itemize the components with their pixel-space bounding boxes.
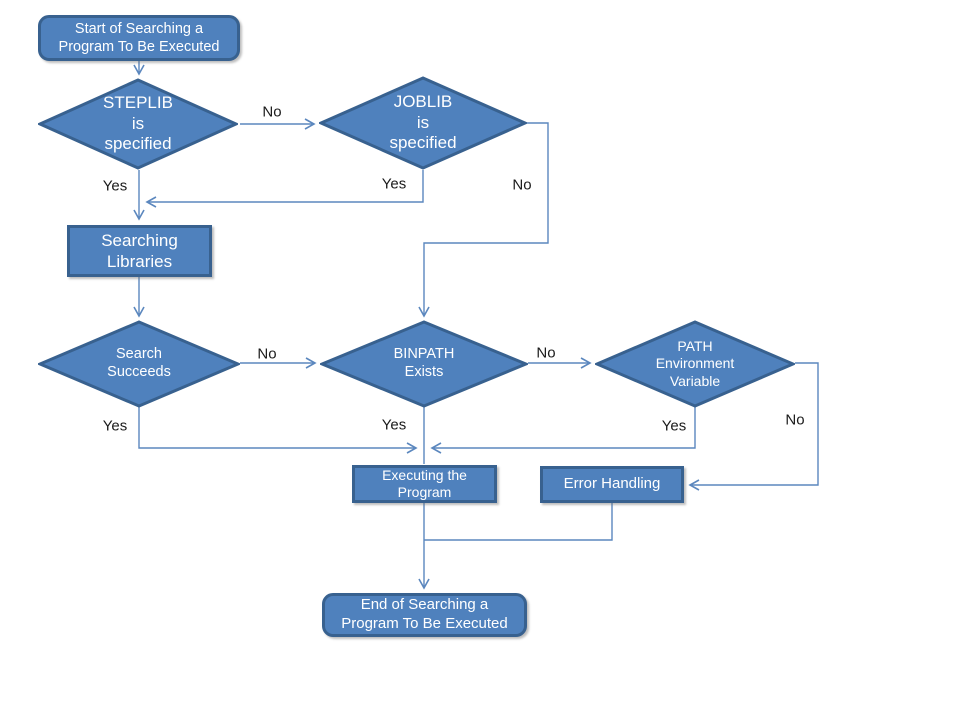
- edge-label-search-no: No: [257, 345, 277, 363]
- node-start: Start of Searching a Program To Be Execu…: [38, 15, 240, 61]
- edge-joblib-no-to-binpath: [418, 122, 549, 318]
- node-steplib-label: STEPLIB is specified: [103, 92, 173, 154]
- node-executing-program: Executing the Program: [352, 465, 497, 503]
- edge-label-steplib-yes: Yes: [102, 177, 128, 195]
- node-search-succeeds-decision: Search Succeeds: [38, 320, 240, 408]
- edge-path-no-to-error: [688, 362, 819, 491]
- edge-label-binpath-no: No: [536, 344, 556, 362]
- edge-label-path-no: No: [785, 411, 805, 429]
- edge-label-steplib-no: No: [262, 103, 282, 121]
- node-binpath-decision: BINPATH Exists: [320, 320, 528, 408]
- node-error-handling: Error Handling: [540, 466, 684, 503]
- node-joblib-decision: JOBLIB is specified: [319, 76, 527, 170]
- edge-error-join: [424, 503, 613, 541]
- node-searching-libraries: Searching Libraries: [67, 225, 212, 277]
- diamond-shape: [319, 76, 527, 170]
- edge-label-path-yes: Yes: [661, 417, 687, 435]
- node-path-env-label: PATH Environment Variable: [655, 338, 735, 389]
- node-end: End of Searching a Program To Be Execute…: [322, 593, 527, 637]
- node-binpath-label: BINPATH Exists: [393, 346, 455, 380]
- edge-path-yes-join: [430, 407, 696, 454]
- node-steplib-decision: STEPLIB is specified: [38, 78, 238, 170]
- node-path-env-decision: PATH Environment Variable: [595, 320, 795, 408]
- diamond-shape: [320, 320, 528, 408]
- node-joblib-label: JOBLIB is specified: [389, 91, 457, 153]
- edge-label-search-yes: Yes: [102, 417, 128, 435]
- node-search-succeeds-label: Search Succeeds: [107, 346, 171, 380]
- diamond-shape: [595, 320, 795, 408]
- edge-label-joblib-no: No: [512, 176, 532, 194]
- edge-label-joblib-yes: Yes: [381, 175, 407, 193]
- edge-search-yes-join: [138, 407, 418, 454]
- diamond-shape: [38, 320, 240, 408]
- edge-joblib-yes-join: [145, 170, 424, 208]
- edge-label-binpath-yes: Yes: [381, 416, 407, 434]
- diamond-shape: [38, 78, 238, 170]
